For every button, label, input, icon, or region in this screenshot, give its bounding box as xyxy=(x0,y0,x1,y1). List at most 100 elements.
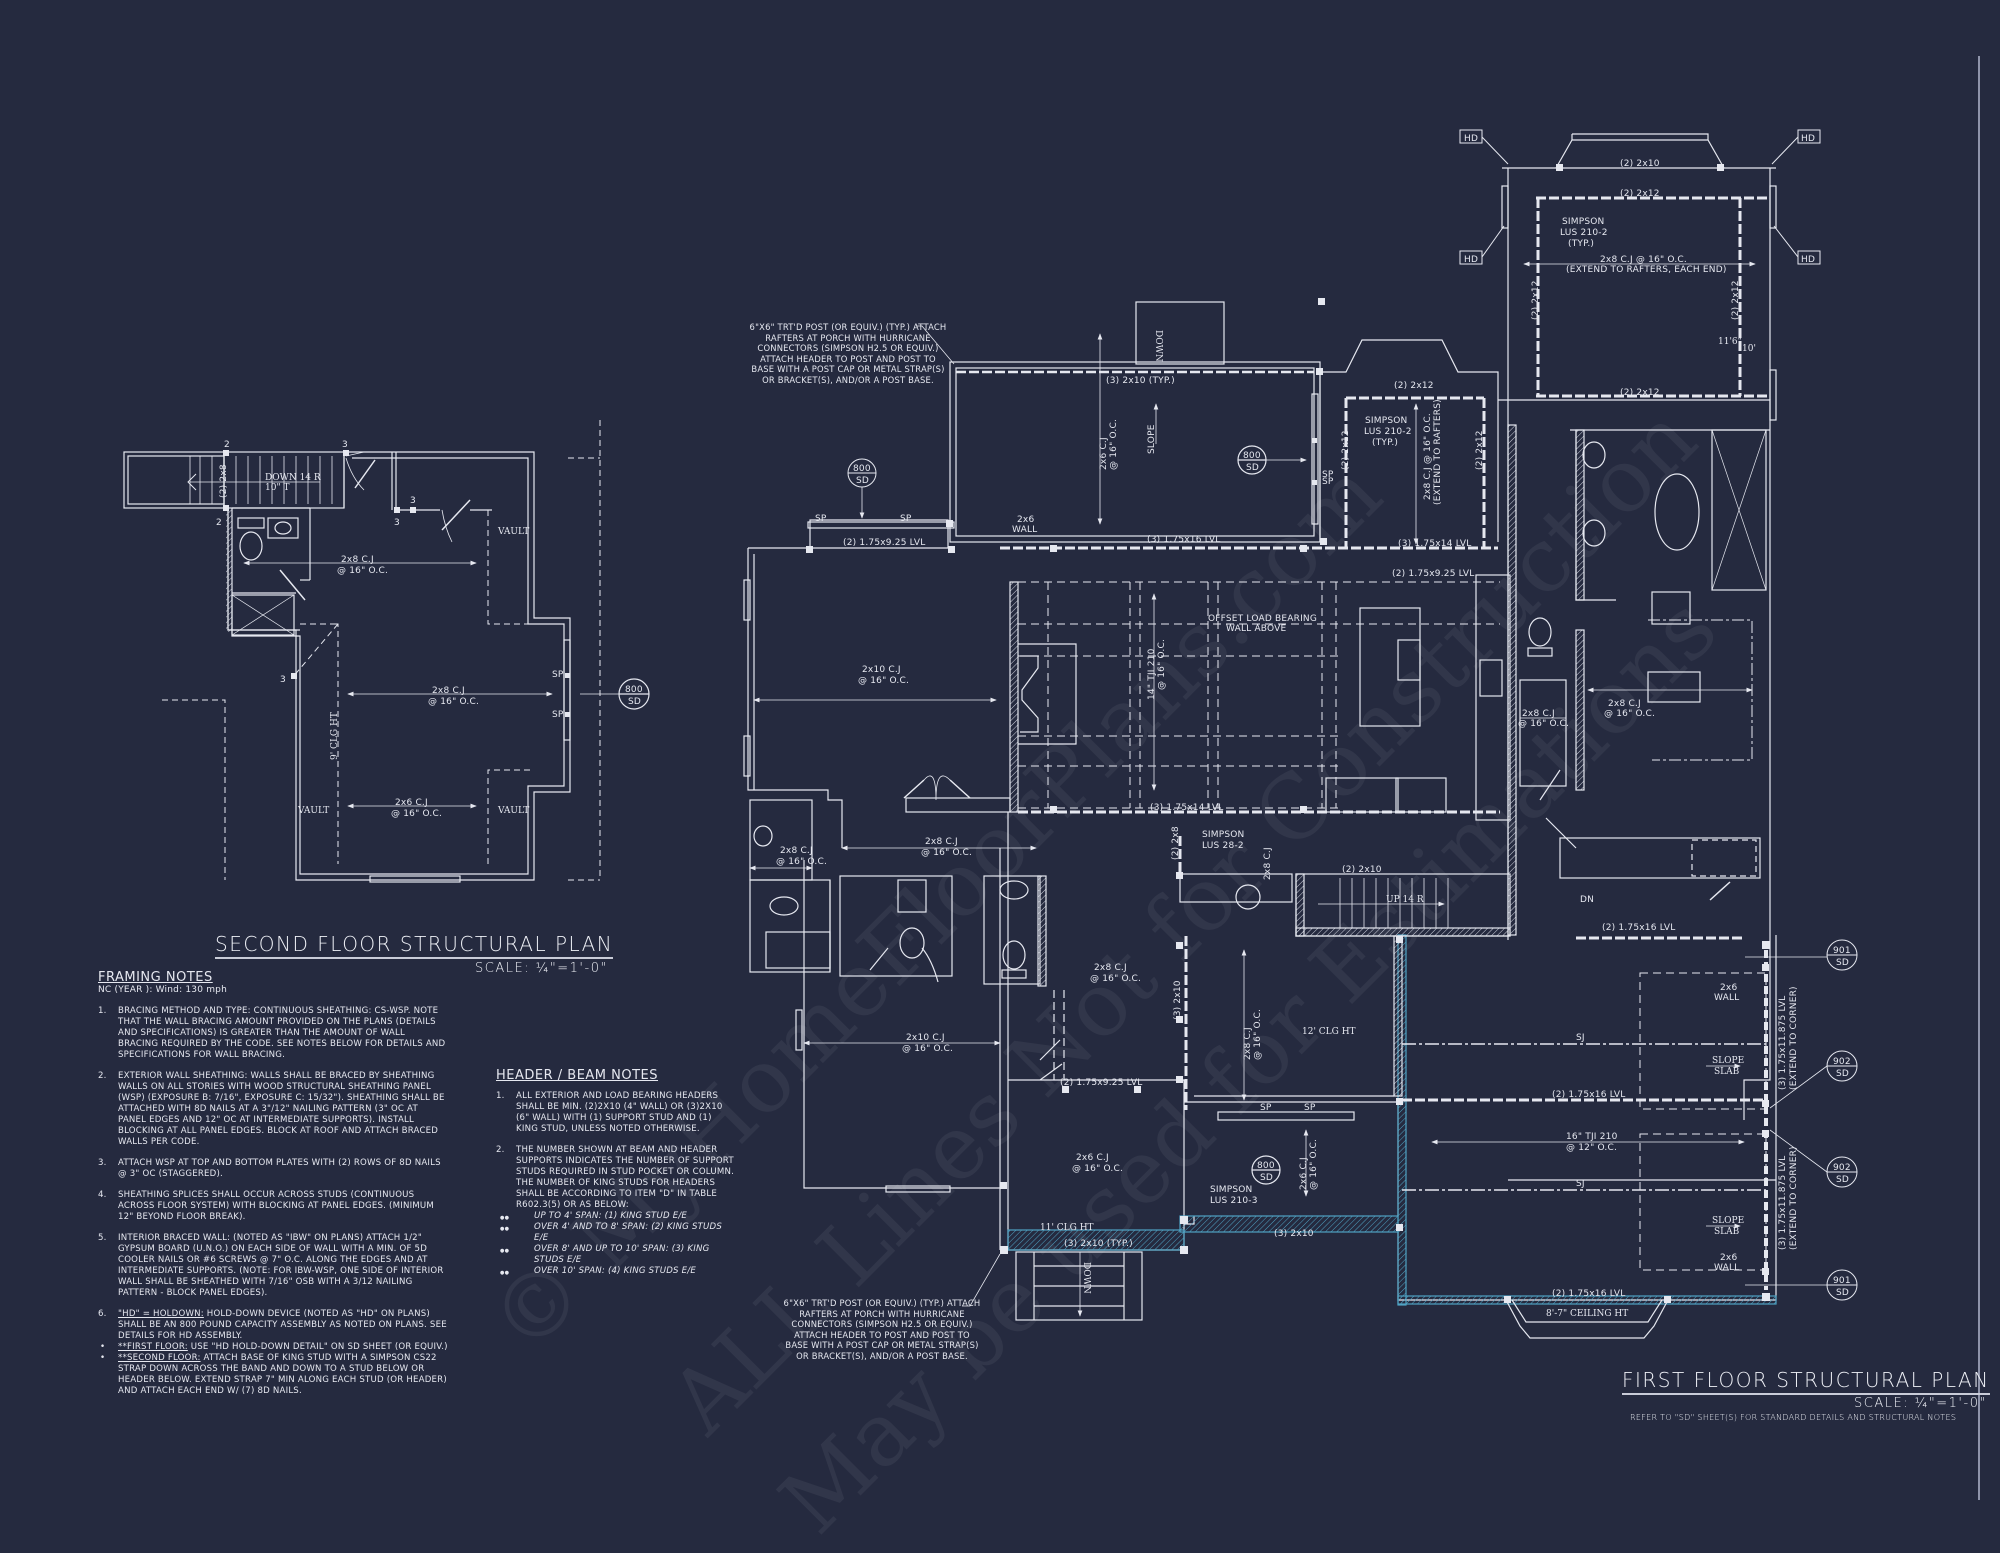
sp-label: SP xyxy=(552,710,564,720)
detail-bubble-sheet: SD xyxy=(1836,1288,1849,1298)
stair-header-label: (2) 2x8 xyxy=(219,464,229,498)
joist-label: (EXTEND TO RAFTERS, EACH END) xyxy=(1566,265,1727,275)
slope-slab-label: SLOPE xyxy=(1712,1056,1744,1066)
stud-count: 3 xyxy=(280,675,286,685)
joist-label: 2x8 C.J xyxy=(341,555,374,565)
stud-count: 2 xyxy=(216,518,222,528)
joist-label: 14" TJI 210 xyxy=(1147,648,1157,700)
second-floor-plan xyxy=(123,420,650,883)
joist-label: @ 16" O.C. xyxy=(776,857,827,867)
joist-label: 2x8 C.J xyxy=(780,846,813,856)
connector-label: (TYP.) xyxy=(1568,239,1594,249)
joist-label: 2x6 C.J xyxy=(1299,1157,1309,1190)
joist-label: @ 16" O.C. xyxy=(1109,419,1119,470)
beam-label: (3) 1.75x11.875 LVL xyxy=(1778,1156,1788,1250)
joist-label: 2x8 C.J xyxy=(1608,699,1641,709)
joist-spacing-label: @ 16" O.C. xyxy=(391,809,442,819)
detail-bubble-number: 901 xyxy=(1833,1276,1851,1286)
joist-label: @ 16" O.C. xyxy=(1157,639,1167,690)
wall-label: WALL xyxy=(1012,525,1037,535)
beam-label: (2) 2x12 xyxy=(1531,280,1541,320)
joist-label: 2x8 C.J xyxy=(432,686,465,696)
offset-wall-label: WALL ABOVE xyxy=(1226,624,1287,634)
beam-label: (2) 2x12 xyxy=(1475,430,1485,470)
first-floor-labels: HD HD HD HD (2) 2x10 (2) 2x12 (2) 2x12 S… xyxy=(776,134,1851,1319)
beam-label: (2) 2x12 xyxy=(1394,381,1434,391)
beam-label: (3) 1.75x14 LVL xyxy=(1398,539,1471,549)
joist-label: @ 16" O.C. xyxy=(1090,974,1141,984)
beam-label: (EXTEND TO CORNER) xyxy=(1789,986,1799,1090)
stair-tread-label: 10" T xyxy=(265,483,289,493)
framing-notes-subtitle: NC (YEAR ): Wind: 130 mph xyxy=(98,985,227,995)
second-floor-title: SECOND FLOOR STRUCTURAL PLAN xyxy=(215,932,614,959)
slope-slab-label: SLOPE xyxy=(1712,1216,1744,1226)
beam-label: (EXTEND TO CORNER) xyxy=(1789,1146,1799,1250)
framing-note-item: 6."HD" = HOLDOWN: HOLD-DOWN DEVICE (NOTE… xyxy=(98,1309,447,1341)
header-note-bullet: UP TO 4' SPAN: (1) KING STUD E/E xyxy=(496,1211,736,1224)
second-floor-scale: SCALE: ¼"=1'-0" xyxy=(475,961,608,976)
ceiling-height-label: 11' CLG HT xyxy=(1040,1223,1094,1233)
framing-notes-title: FRAMING NOTES xyxy=(98,970,213,985)
joist-label: 2x10 C.J xyxy=(906,1033,945,1043)
framing-note-bullet: **SECOND FLOOR: ATTACH BASE OF KING STUD… xyxy=(98,1353,448,1397)
wall-label: WALL xyxy=(1714,993,1739,1003)
joist-label: 2x8 C.J xyxy=(1094,963,1127,973)
connector-label: SIMPSON xyxy=(1562,217,1605,227)
beam-label: (3) 2x10 (TYP.) xyxy=(1106,376,1175,386)
connector-label: LUS 210-2 xyxy=(1560,228,1608,238)
stud-count: 2 xyxy=(224,440,230,450)
connector-label: LUS 28-2 xyxy=(1202,841,1244,851)
joist-label: SJ xyxy=(1576,1033,1585,1043)
framing-note-item: 2.EXTERIOR WALL SHEATHING: WALLS SHALL B… xyxy=(98,1071,445,1147)
hd-label: HD xyxy=(1464,134,1478,144)
beam-label: (2) 1.75x16 LVL xyxy=(1552,1289,1625,1299)
connector-label: SIMPSON xyxy=(1202,830,1245,840)
beam-label: (2) 1.75x16 LVL xyxy=(1602,923,1675,933)
beam-label: (3) 2x10 xyxy=(1173,980,1183,1020)
joist-label: 2x6 C.J xyxy=(1099,437,1109,470)
refer-note: REFER TO "SD" SHEET(S) FOR STANDARD DETA… xyxy=(1630,1413,1957,1422)
wall-label: 2x6 xyxy=(1017,515,1034,525)
detail-bubble-number: 800 xyxy=(625,685,643,695)
joist-label: 2x6 C.J xyxy=(1076,1153,1109,1163)
detail-bubble-sheet: SD xyxy=(1836,1175,1849,1185)
first-floor-scale: SCALE: ¼"=1'-0" xyxy=(1854,1396,1987,1411)
detail-bubble-number: 902 xyxy=(1833,1163,1851,1173)
header-notes-title: HEADER / BEAM NOTES xyxy=(496,1068,659,1083)
joist-label: 2x10 C.J xyxy=(862,665,901,675)
hd-label: HD xyxy=(1801,134,1815,144)
joist-label: @ 16" O.C. xyxy=(858,676,909,686)
framing-note-item: 1.BRACING METHOD AND TYPE: CONTINUOUS SH… xyxy=(98,1006,446,1060)
detail-bubble-number: 800 xyxy=(853,464,871,474)
vault-label: VAULT xyxy=(297,806,329,816)
stud-count: 3 xyxy=(342,440,348,450)
post-callout-top: 6"x6" TRT'D POST (OR EQUIV.) (TYP.) ATTA… xyxy=(749,322,947,385)
header-note-item: 2.THE NUMBER SHOWN AT BEAM AND HEADER SU… xyxy=(496,1145,735,1210)
beam-label: (2) 2x12 xyxy=(1341,430,1351,470)
joist-label: 2x8 C.J xyxy=(1243,1027,1253,1060)
height-label: 10' xyxy=(1742,344,1756,354)
header-note-bullet: OVER 4' AND TO 8' SPAN: (2) KING STUDS E… xyxy=(496,1222,736,1244)
post-callout-bottom: 6"x6" TRT'D POST (OR EQUIV.) (TYP.) ATTA… xyxy=(783,1298,981,1361)
connector-label: LUS 210-3 xyxy=(1210,1196,1258,1206)
joist-label: @ 16" O.C. xyxy=(1072,1164,1123,1174)
ceiling-height-label: 8'-7" CEILING HT xyxy=(1546,1309,1628,1319)
sp-label: SP xyxy=(1260,1103,1272,1113)
joist-label: 2x8 C.J xyxy=(1522,709,1555,719)
offset-wall-label: OFFSET LOAD BEARING xyxy=(1208,614,1317,624)
stair-down-label: DN xyxy=(1580,895,1594,905)
stair-label: DOWN 14 R xyxy=(265,473,321,483)
joist-label: @ 16" O.C. xyxy=(902,1044,953,1054)
joist-label: @ 16" O.C. xyxy=(1518,719,1569,729)
wall-label: 2x6 xyxy=(1720,1253,1737,1263)
sp-label: SP xyxy=(1322,470,1334,480)
vault-label: VAULT xyxy=(497,806,529,816)
stud-count: 3 xyxy=(410,496,416,506)
ceiling-height-label: 12' CLG HT xyxy=(1302,1027,1356,1037)
beam-label: (2) 2x12 xyxy=(1620,388,1660,398)
beam-label: (3) 2x10 xyxy=(1274,1229,1314,1239)
joist-label: 16" TJI 210 xyxy=(1566,1132,1618,1142)
beam-label: (3) 1.75x11.875 LVL xyxy=(1778,996,1788,1090)
slope-slab-label: SLAB xyxy=(1714,1067,1740,1077)
detail-bubble-sheet: SD xyxy=(1260,1173,1273,1183)
